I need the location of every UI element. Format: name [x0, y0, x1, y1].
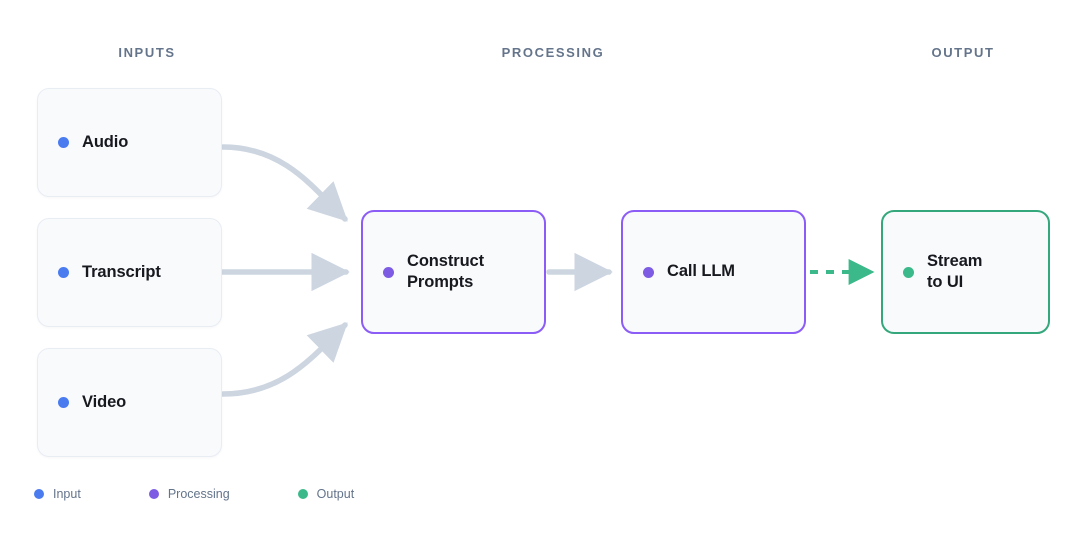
- node-video-label: Video: [82, 392, 127, 411]
- green-dot-icon: [297, 489, 308, 499]
- legend-item-output: Output: [297, 487, 355, 501]
- purple-dot-icon: [643, 266, 654, 278]
- edge-audio-to-construct: [220, 144, 348, 222]
- blue-dot-icon: [58, 397, 69, 408]
- legend: Input Processing Output: [34, 487, 354, 501]
- node-transcript[interactable]: Transcript: [37, 218, 222, 327]
- column-header-output: OUTPUT: [931, 45, 995, 60]
- node-call-llm-label: Call LLM: [667, 262, 735, 281]
- node-stream-to-ui[interactable]: Stream to UI: [881, 210, 1050, 334]
- edge-video-to-construct: [220, 322, 348, 397]
- column-header-inputs: INPUTS: [118, 45, 176, 60]
- column-header-processing: PROCESSING: [501, 45, 605, 60]
- node-stream-to-ui-label: Stream to UI: [927, 251, 983, 291]
- node-transcript-label: Transcript: [82, 262, 161, 281]
- legend-item-processing-label: Processing: [167, 487, 230, 501]
- node-video[interactable]: Video: [37, 348, 222, 457]
- legend-item-input-label: Input: [53, 487, 81, 501]
- blue-dot-icon: [58, 137, 69, 148]
- legend-item-processing: Processing: [148, 487, 230, 501]
- blue-dot-icon: [34, 489, 44, 499]
- purple-dot-icon: [148, 489, 159, 499]
- green-dot-icon: [903, 266, 914, 278]
- legend-item-input: Input: [34, 487, 81, 501]
- node-audio[interactable]: Audio: [37, 88, 222, 197]
- node-audio-label: Audio: [82, 132, 129, 151]
- node-call-llm[interactable]: Call LLM: [621, 210, 806, 334]
- blue-dot-icon: [58, 267, 69, 278]
- legend-item-output-label: Output: [316, 487, 355, 501]
- node-construct-prompts[interactable]: Construct Prompts: [361, 210, 546, 334]
- purple-dot-icon: [383, 266, 394, 278]
- node-construct-prompts-label: Construct Prompts: [407, 251, 485, 291]
